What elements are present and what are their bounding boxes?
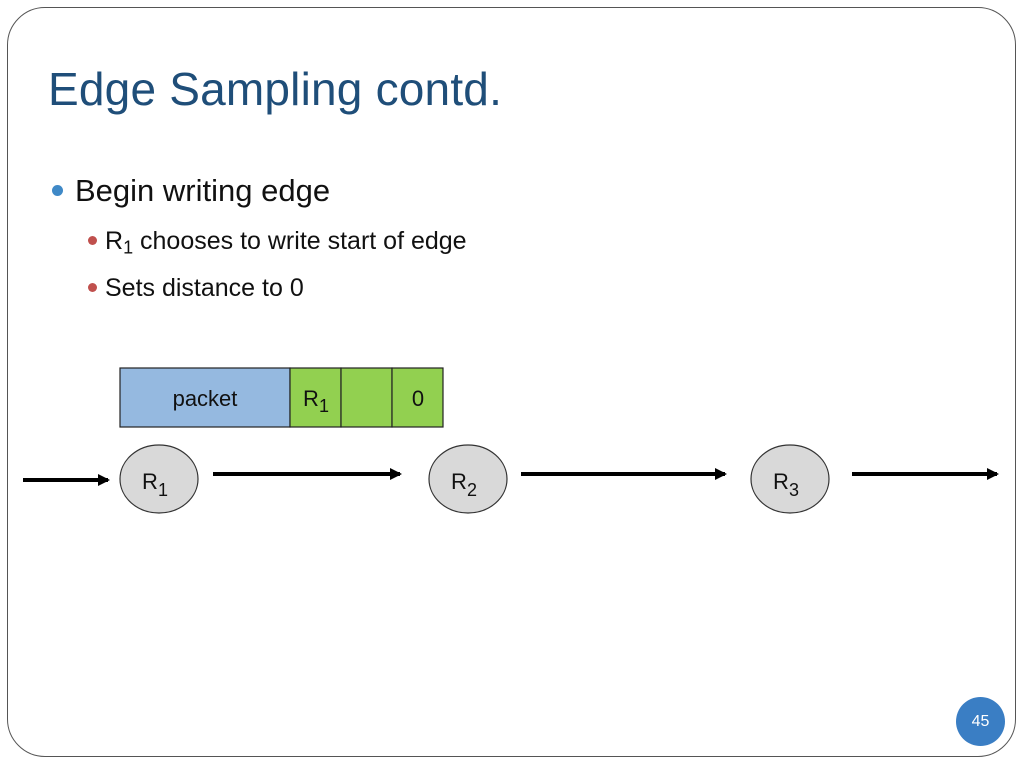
bullet-text-2-subscript: 1 — [123, 237, 134, 258]
router-r1: R1 — [119, 444, 199, 514]
router-node — [119, 444, 199, 514]
packet-field-start — [289, 367, 342, 428]
sub-bullet-dot-icon — [88, 283, 97, 293]
packet-field-end — [340, 367, 393, 428]
packet-field-start-label: R1 — [303, 386, 329, 416]
bullet-text-1: Begin writing edge — [75, 173, 331, 208]
bullet-dot-icon — [52, 185, 63, 197]
router-r3: R3 — [750, 444, 830, 514]
slide-title: Edge Sampling contd. — [48, 63, 503, 115]
bullet-item-1: Begin writing edge — [48, 173, 330, 209]
bullet-text-3: Sets distance to 0 — [105, 274, 304, 302]
bullet-item-2: R1 chooses to write start of edge — [86, 227, 467, 258]
router-label: R3 — [773, 469, 799, 500]
bullet-item-3: Sets distance to 0 — [86, 274, 304, 303]
packet-header: packet R1 0 — [119, 367, 444, 428]
router-r2: R2 — [428, 444, 508, 514]
packet-field-distance-label: 0 — [412, 386, 424, 411]
packet-field-payload-label: packet — [173, 386, 238, 411]
packet-field-distance — [391, 367, 444, 428]
router-node — [750, 444, 830, 514]
bullet-text-2-prefix: R — [105, 227, 124, 255]
router-label: R2 — [451, 469, 477, 500]
bullet-text-2: chooses to write start of edge — [133, 227, 467, 255]
sub-bullet-dot-icon — [88, 236, 97, 246]
page-number-badge: 45 — [956, 697, 1005, 746]
router-node — [428, 444, 508, 514]
router-label: R1 — [142, 469, 168, 500]
